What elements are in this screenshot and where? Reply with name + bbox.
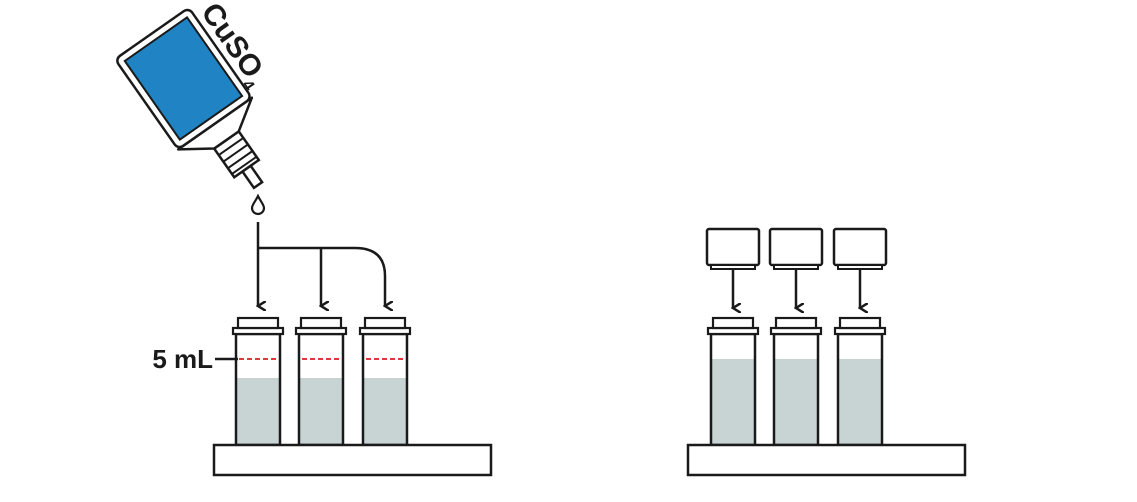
arrow-down-icon bbox=[354, 246, 385, 306]
bottle-label bbox=[123, 16, 244, 142]
tube-rim bbox=[299, 316, 343, 330]
tube-rim bbox=[711, 316, 755, 330]
cap-icon bbox=[832, 227, 888, 308]
tube-liquid bbox=[838, 359, 882, 445]
right-tube-group bbox=[706, 316, 887, 447]
right-panel bbox=[686, 227, 967, 477]
cap-rim bbox=[837, 264, 883, 270]
test-tube-icon bbox=[358, 316, 412, 447]
test-tube-icon bbox=[294, 316, 348, 447]
droplet-icon bbox=[250, 193, 266, 216]
tube-rack-left bbox=[212, 443, 493, 477]
distribution-arrows bbox=[258, 222, 385, 306]
test-tube-icon bbox=[769, 316, 823, 447]
test-tube-icon bbox=[231, 316, 285, 447]
volume-label: 5 mL bbox=[152, 344, 213, 374]
tube-liquid bbox=[299, 378, 343, 445]
cap-icon bbox=[768, 227, 824, 308]
cap-body bbox=[768, 227, 824, 267]
cap-body bbox=[832, 227, 888, 267]
tube-liquid bbox=[774, 359, 818, 445]
cap-rim bbox=[773, 264, 819, 270]
tube-rim bbox=[236, 316, 280, 330]
dropper-bottle-icon: CuSO4 bbox=[116, 0, 269, 190]
cap-icon bbox=[705, 227, 761, 308]
left-panel: CuSO4 5 mL bbox=[116, 0, 493, 477]
tube-liquid bbox=[711, 359, 755, 445]
cap-body bbox=[705, 227, 761, 267]
test-tube-icon bbox=[833, 316, 887, 447]
left-tube-group bbox=[231, 316, 412, 447]
test-tube-icon bbox=[706, 316, 760, 447]
tube-liquid bbox=[236, 378, 280, 445]
tube-rim bbox=[363, 316, 407, 330]
tube-rim bbox=[774, 316, 818, 330]
tube-liquid bbox=[363, 378, 407, 445]
tube-rack-right bbox=[686, 443, 967, 477]
cap-group bbox=[705, 227, 888, 308]
tube-rim bbox=[838, 316, 882, 330]
cap-rim bbox=[710, 264, 756, 270]
